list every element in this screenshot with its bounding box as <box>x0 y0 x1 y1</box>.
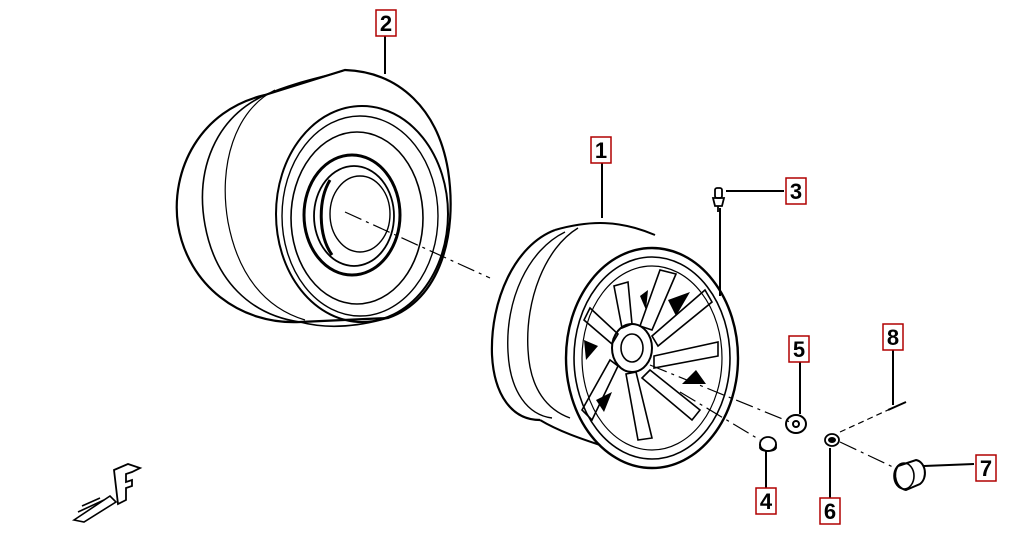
cap-nut <box>759 436 777 452</box>
callout-4-label: 4 <box>760 489 773 514</box>
callout-4: 4 <box>755 487 777 515</box>
leader-lines <box>384 36 975 498</box>
castle-nut <box>824 433 840 447</box>
callout-6: 6 <box>819 497 841 525</box>
axis-line-tire <box>344 211 491 279</box>
callout-5-label: 5 <box>793 337 805 362</box>
wheel-rim <box>490 222 740 470</box>
callout-8-label: 8 <box>887 325 899 350</box>
cotter-pin <box>887 401 907 411</box>
callout-1: 1 <box>590 136 612 164</box>
callout-6-label: 6 <box>824 499 836 524</box>
callout-7: 7 <box>975 454 997 482</box>
callout-7-label: 7 <box>980 456 992 481</box>
callout-3-label: 3 <box>790 179 802 204</box>
washer <box>785 414 807 434</box>
hub-cap <box>893 458 926 492</box>
valve-stem <box>711 187 726 212</box>
front-direction-letter: F <box>0 0 1 1</box>
callout-2-label: 2 <box>380 11 392 36</box>
front-direction-arrow <box>71 463 143 523</box>
callout-3: 3 <box>785 177 807 205</box>
callout-2: 2 <box>375 9 397 37</box>
callout-5: 5 <box>788 335 810 363</box>
tire <box>175 68 452 328</box>
callout-8: 8 <box>882 323 904 351</box>
callout-1-label: 1 <box>595 138 607 163</box>
axis-lines-hub <box>649 364 896 469</box>
